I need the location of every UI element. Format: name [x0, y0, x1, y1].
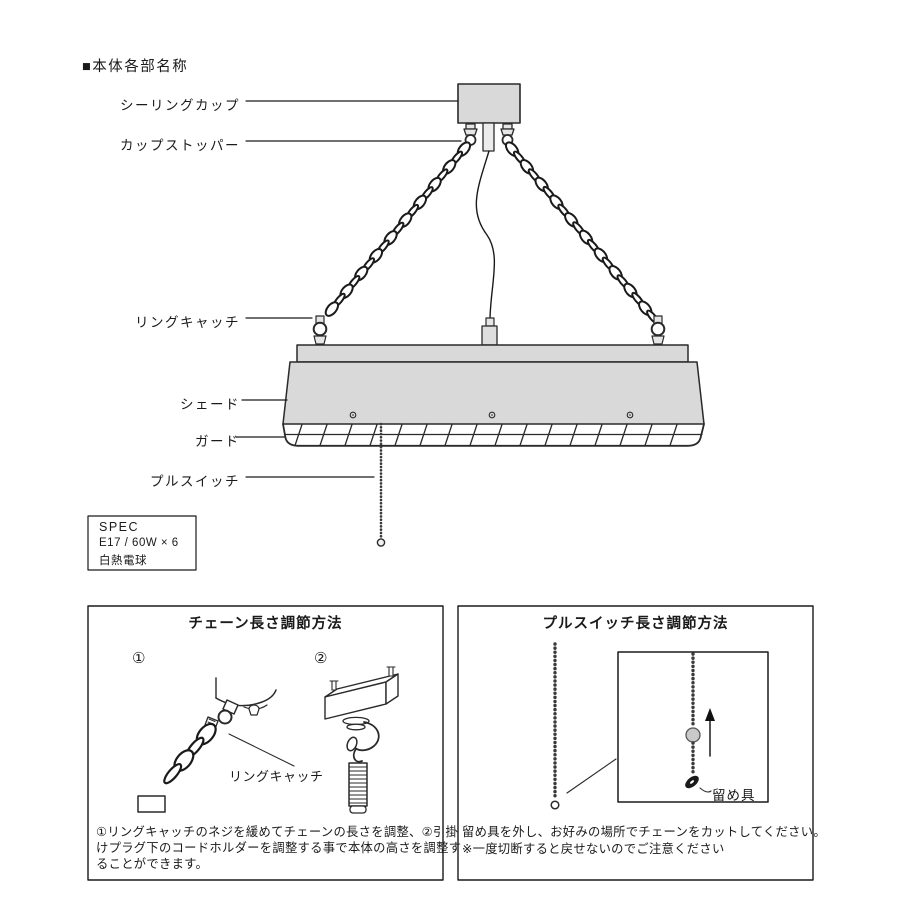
pull-box-body-line2: ※一度切断すると戻せないのでご注意ください — [462, 842, 725, 856]
chain-box-title: チェーン長さ調節方法 — [188, 616, 343, 632]
spec-title: SPEC — [99, 520, 140, 534]
fastener-callout-label: 留め具 — [712, 788, 756, 803]
pull-box-frame — [457, 605, 814, 881]
label-ceiling-cup: シーリングカップ — [120, 98, 240, 113]
label-pull-switch: プルスイッチ — [150, 474, 240, 489]
spec-box-frame — [87, 515, 197, 571]
ceiling-cup-drawing — [457, 83, 521, 124]
spec-bulb-spec: E17 / 60W × 6 — [99, 537, 179, 549]
label-guard: ガード — [195, 434, 240, 449]
spec-bulb-type: 白熱電球 — [99, 555, 147, 567]
guard-drawing — [282, 423, 705, 447]
pull-box-title: プルスイッチ長さ調節方法 — [542, 616, 729, 632]
up-arrow-icon — [705, 708, 715, 721]
chain-box-frame — [87, 605, 444, 881]
cord-connector-drawing — [481, 317, 498, 346]
hanging-chain-right — [504, 141, 660, 325]
page-title: ■本体各部名称 — [82, 59, 189, 75]
pull-adjust-drawing — [550, 642, 769, 810]
ring-catch-drawing — [312, 315, 666, 345]
hanging-rod-drawing — [482, 122, 495, 152]
step2-number: ② — [314, 650, 328, 667]
ring-catch-callout-label: リングキャッチ — [229, 769, 324, 784]
pull-box-body-line1: 留め具を外し、お好みの場所でチェーンをカットしてください。 — [462, 825, 826, 839]
leader-lines — [235, 100, 462, 478]
chain-box-body-line3: ることができます。 — [96, 857, 209, 871]
hanging-chain-left — [324, 141, 472, 317]
power-cord-drawing — [475, 150, 496, 319]
step1-drawing — [137, 677, 295, 813]
chain-box-body-line1: ①リングキャッチのネジを緩めてチェーンの長さを調整、②引掛 — [96, 825, 459, 839]
label-cup-stopper: カップストッパー — [120, 138, 240, 153]
label-shade: シェード — [180, 397, 240, 412]
step1-number: ① — [132, 650, 146, 667]
chain-box-body-line2: けプラグ下のコードホルダーを調整する事で本体の高さを調整す — [96, 841, 462, 855]
pull-switch-drawing — [376, 422, 386, 547]
label-ring-catch: リングキャッチ — [135, 315, 240, 330]
step2-drawing — [324, 666, 399, 814]
shade-drawing — [282, 344, 705, 425]
